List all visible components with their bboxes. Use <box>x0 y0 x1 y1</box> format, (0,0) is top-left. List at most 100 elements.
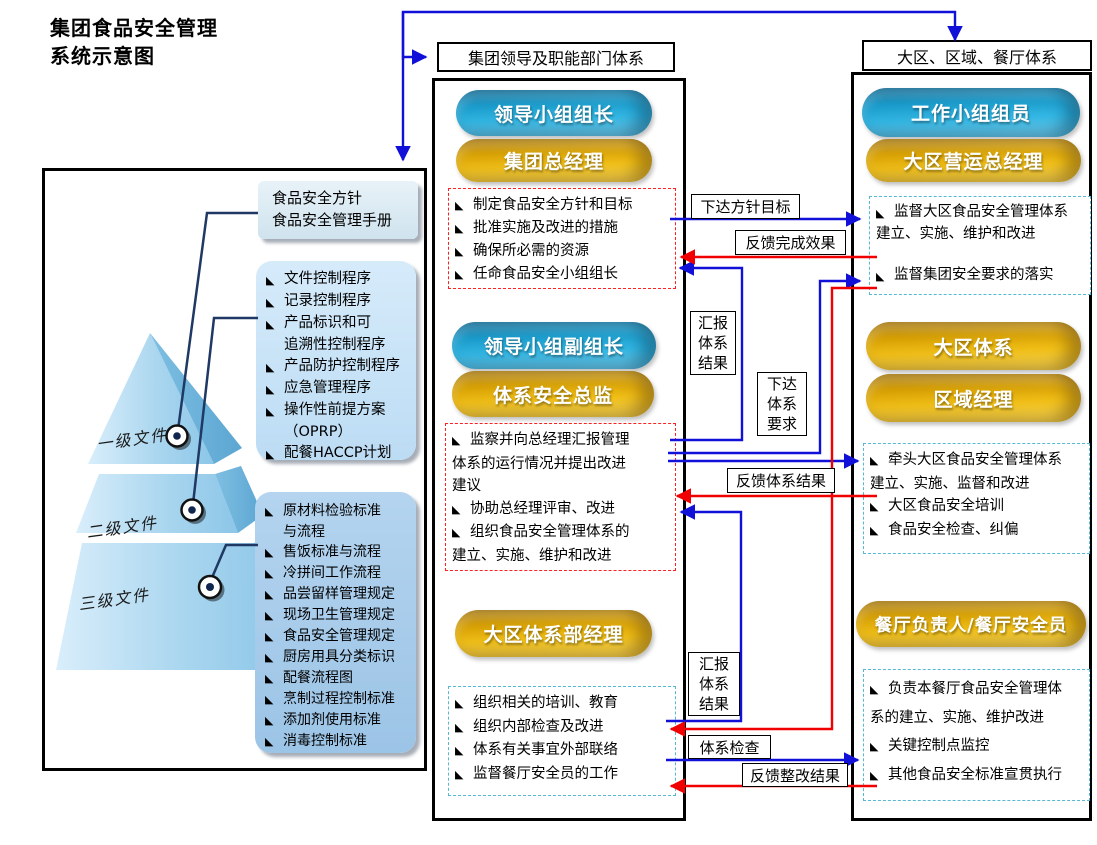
triangle-bullet-icon: ◣ <box>870 683 879 696</box>
pill-team-member: 工作小组组员 <box>862 88 1080 137</box>
triangle-bullet-icon: ◣ <box>266 274 275 287</box>
list-item: ◣负责本餐厅食品安全管理体 <box>870 675 1085 704</box>
list-item: ◣监督餐厅安全员的工作 <box>455 763 671 787</box>
list-item: ◣售饭标准与流程 <box>265 542 414 563</box>
triangle-bullet-icon <box>266 422 284 423</box>
triangle-bullet-icon: ◣ <box>266 448 275 461</box>
pill-area-manager: 区域经理 <box>866 374 1081 422</box>
triangle-bullet-icon: ◣ <box>265 567 274 580</box>
duties-region-system-manager: ◣组织相关的培训、教育◣组织内部检查及改进◣体系有关事宜外部联络◣监督餐厅安全员… <box>448 686 676 796</box>
pill-group-gm: 集团总经理 <box>456 139 652 182</box>
list-item: ◣记录控制程序 <box>266 291 414 313</box>
pill-region-system: 大区体系 <box>866 322 1081 370</box>
list-item: ◣组织相关的培训、教育 <box>455 692 671 716</box>
list-item: ◣其他食品安全标准宣贯执行 <box>870 761 1085 790</box>
triangle-bullet-icon: ◣ <box>452 434 461 447</box>
duties-region-ops-gm: ◣监督大区食品安全管理体系建立、实施、维护和改进◣监督集团安全要求的落实 <box>869 196 1091 295</box>
duties-group-gm: ◣制定食品安全方针和目标◣批准实施及改进的措施◣确保所必需的资源◣任命食品安全小… <box>448 188 676 289</box>
list-item: ◣文件控制程序 <box>266 269 414 291</box>
duties-safety-director: ◣监察并向总经理汇报管理体系的运行情况并提出改进建议◣协助总经理评审、改进◣组织… <box>445 423 676 571</box>
list-item: ◣冷拼间工作流程 <box>265 563 414 584</box>
list-item: ◣消毒控制标准 <box>265 731 414 752</box>
list-item: ◣食品安全管理规定 <box>265 626 414 647</box>
triangle-bullet-icon: ◣ <box>266 383 275 396</box>
triangle-bullet-icon: ◣ <box>870 454 879 467</box>
label-system-check: 体系检查 <box>688 735 771 759</box>
header-group-leadership: 集团领导及职能部门体系 <box>437 42 675 72</box>
list-item: （OPRP） <box>266 422 414 443</box>
triangle-bullet-icon: ◣ <box>455 697 464 710</box>
triangle-bullet-icon: ◣ <box>265 693 274 706</box>
list-item: ◣组织食品安全管理体系的 <box>452 521 671 545</box>
pill-restaurant-manager: 餐厅负责人/餐厅安全员 <box>856 601 1086 647</box>
list-item: ◣任命食品安全小组组长 <box>455 263 671 286</box>
triangle-bullet-icon: ◣ <box>455 720 464 734</box>
pill-safety-director: 体系安全总监 <box>452 371 654 417</box>
label-feedback-completion: 反馈完成效果 <box>735 230 846 255</box>
list-item: 建立、实施、维护和改进 <box>452 547 612 564</box>
list-item: ◣确保所必需的资源 <box>455 240 671 263</box>
list-item: 追溯性控制程序 <box>266 335 414 356</box>
list-item: 建立、实施、维护和改进 <box>876 226 1036 242</box>
list-item: ◣组织内部检查及改进 <box>455 716 671 740</box>
duties-restaurant: ◣负责本餐厅食品安全管理体系的建立、实施、维护改进◣关键控制点监控◣其他食品安全… <box>863 669 1090 801</box>
list-item: ◣体系有关事宜外部联络 <box>455 739 671 763</box>
header-region-restaurant: 大区、区域、餐厅体系 <box>862 40 1092 71</box>
list-item: ◣产品防护控制程序 <box>266 356 414 378</box>
triangle-bullet-icon: ◣ <box>870 769 879 782</box>
triangle-bullet-icon: ◣ <box>455 222 464 235</box>
label-feedback-rectification: 反馈整改结果 <box>742 763 848 787</box>
list-item: ◣添加剂使用标准 <box>265 710 414 731</box>
triangle-bullet-icon: ◣ <box>455 744 464 757</box>
triangle-bullet-icon: ◣ <box>452 526 461 539</box>
label-issue-policy: 下达方针目标 <box>691 194 800 219</box>
triangle-bullet-icon: ◣ <box>452 502 461 516</box>
triangle-bullet-icon: ◣ <box>455 199 464 212</box>
list-item: 建议 <box>452 478 481 494</box>
list-item: ◣监督集团安全要求的落实 <box>876 265 1086 287</box>
triangle-bullet-icon: ◣ <box>455 767 464 781</box>
list-item: ◣现场卫生管理规定 <box>265 605 414 626</box>
triangle-bullet-icon: ◣ <box>876 270 885 283</box>
triangle-bullet-icon: ◣ <box>265 714 274 727</box>
callout-level3-documents: ◣原材料检验标准与流程◣售饭标准与流程◣冷拼间工作流程◣品尝留样管理规定◣现场卫… <box>255 492 416 753</box>
triangle-bullet-icon: ◣ <box>876 207 885 220</box>
triangle-bullet-icon: ◣ <box>265 672 274 685</box>
triangle-bullet-icon <box>265 522 283 523</box>
triangle-bullet-icon: ◣ <box>455 268 464 281</box>
list-item: ◣协助总经理评审、改进 <box>452 498 671 522</box>
list-item: ◣烹制过程控制标准 <box>265 689 414 710</box>
triangle-bullet-icon: ◣ <box>266 405 275 418</box>
list-item: ◣厨房用具分类标识 <box>265 647 414 668</box>
pill-leader-head: 领导小组组长 <box>456 90 652 136</box>
list-item: ◣配餐流程图 <box>265 668 414 689</box>
callout-level1-documents: 食品安全方针 食品安全管理手册 <box>258 181 418 239</box>
list-item: ◣制定食品安全方针和目标 <box>455 194 671 217</box>
list-item: 与流程 <box>265 522 414 542</box>
list-item: ◣批准实施及改进的措施 <box>455 217 671 240</box>
list-item: ◣牵头大区食品安全管理体系 <box>870 449 1085 473</box>
triangle-bullet-icon: ◣ <box>870 740 879 753</box>
triangle-bullet-icon: ◣ <box>265 651 274 664</box>
list-item: ◣应急管理程序 <box>266 378 414 400</box>
triangle-bullet-icon: ◣ <box>265 609 274 622</box>
triangle-bullet-icon: ◣ <box>265 588 274 601</box>
triangle-bullet-icon: ◣ <box>266 296 275 309</box>
pill-region-system-manager: 大区体系部经理 <box>455 610 652 657</box>
label-issue-system-requirements: 下达 体系 要求 <box>757 372 807 436</box>
triangle-bullet-icon: ◣ <box>870 523 879 537</box>
list-item: ◣食品安全检查、纠偏 <box>870 519 1085 543</box>
list-item: ◣产品标识和可 <box>266 313 414 335</box>
triangle-bullet-icon: ◣ <box>265 630 274 643</box>
label-report-results-upper: 汇报 体系 结果 <box>690 311 736 375</box>
list-item: ◣关键控制点监控 <box>870 732 1085 761</box>
label-report-results-lower: 汇报 体系 结果 <box>688 652 740 716</box>
triangle-bullet-icon: ◣ <box>265 735 274 748</box>
triangle-bullet-icon: ◣ <box>870 500 879 513</box>
list-item: ◣大区食品安全培训 <box>870 495 1085 519</box>
list-item: ◣品尝留样管理规定 <box>265 584 414 605</box>
callout-level2-documents: ◣文件控制程序◣记录控制程序◣产品标识和可追溯性控制程序◣产品防护控制程序◣应急… <box>256 261 416 461</box>
triangle-bullet-icon: ◣ <box>265 546 274 559</box>
triangle-bullet-icon: ◣ <box>455 245 464 258</box>
label-feedback-system-results: 反馈体系结果 <box>727 468 835 493</box>
